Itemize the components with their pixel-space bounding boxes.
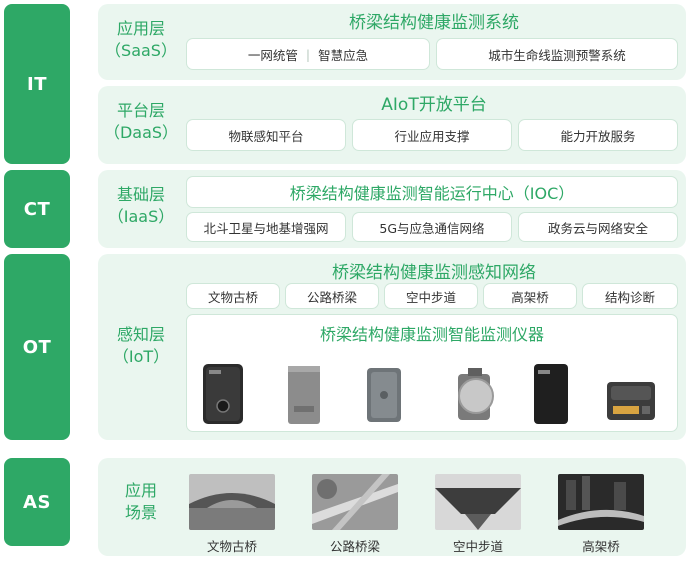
scenario-label: 公路桥梁 [329,539,380,554]
saas-layer-name: 应用层 （SaaS） [105,19,177,60]
iot-network-item: 空中步道 [384,283,478,309]
tab-it: IT [4,4,70,164]
viaduct-photo [558,474,644,530]
iaas-box-2: 5G与应急通信网络 [352,212,512,242]
gnss-sensor-device [367,368,401,422]
saas-box-lifeline: 城市生命线监测预警系统 [436,38,678,70]
daas-box-1: 物联感知平台 [186,119,346,151]
iaas-box-1: 北斗卫星与地基增强网 [186,212,346,242]
box-sensor-device [288,366,320,424]
saas-title: 桥梁结构健康监测系统 [349,13,519,33]
round-sensor-device [458,368,494,420]
iaas-title-box: 桥梁结构健康监测智能运行中心（IOC） [186,176,678,208]
iaas-box-3: 政务云与网络安全 [518,212,678,242]
iot-instrument-title: 桥梁结构健康监测智能监测仪器 [319,325,544,344]
scenario-label: 文物古桥 [206,539,257,554]
tall-sensor-device [534,364,568,424]
daas-layer-name: 平台层 （DaaS） [103,101,179,142]
daas-box-3: 能力开放服务 [518,119,678,151]
ancient-bridge-photo [189,474,275,530]
camera-sensor-device [203,364,243,424]
daas-title: AIoT开放平台 [381,95,487,115]
scenario-label: 高架桥 [582,539,620,554]
iaas-layer-name: 基础层 （IaaS） [107,185,175,226]
iot-network-title: 桥梁结构健康监测感知网络 [332,263,536,283]
iot-network-item: 公路桥梁 [285,283,379,309]
iot-layer-name: 感知层 （IoT） [112,325,170,366]
iot-network-item: 文物古桥 [186,283,280,309]
skywalk-photo [435,474,521,530]
iaas-title: 桥梁结构健康监测智能运行中心（IOC） [289,184,575,203]
tab-ot: OT [4,254,70,440]
iot-instrument-panel: 桥梁结构健康监测智能监测仪器 [186,314,678,432]
daas-box-2: 行业应用支撑 [352,119,512,151]
tab-ct: CT [4,170,70,248]
tab-as: AS [4,458,70,546]
iot-network-item: 结构诊断 [582,283,678,309]
highway-bridge-photo [312,474,398,530]
scenario-label: 空中步道 [452,539,503,554]
gateway-device [607,382,655,420]
iot-network-item: 高架桥 [483,283,577,309]
saas-box-unified: 一网统管|智慧应急 [186,38,430,70]
scenario-layer-name: 应用 场景 [124,481,157,522]
